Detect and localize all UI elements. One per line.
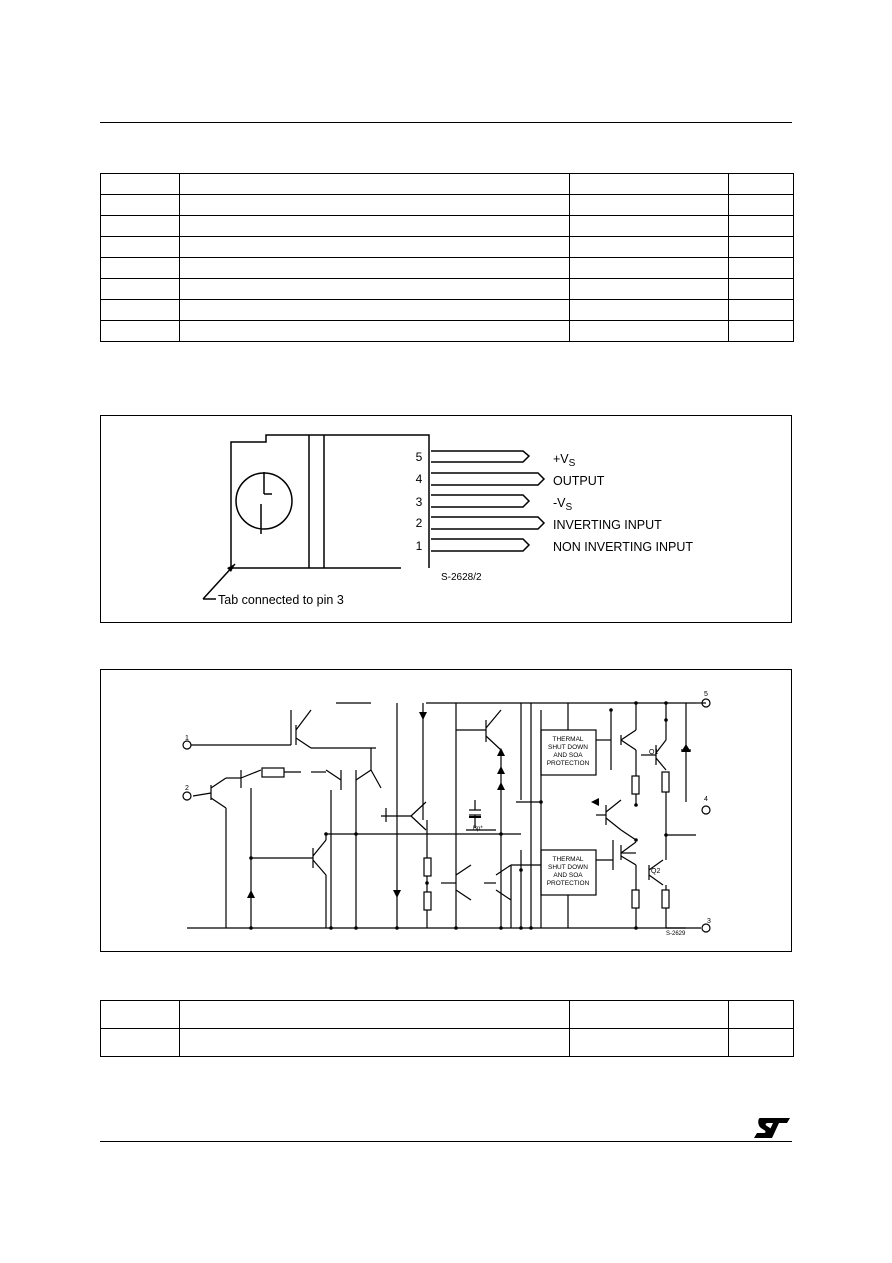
node-5-label: 5 [704, 691, 708, 698]
table-row [100, 194, 794, 216]
pin-label-subscript: S [569, 458, 576, 469]
table-row [100, 320, 794, 342]
table-row [100, 257, 794, 279]
pin-number: 3 [416, 495, 423, 509]
pin-label: -V [553, 496, 566, 510]
table-row [100, 215, 794, 237]
protection-block-1-line: SHUT DOWN [548, 744, 588, 751]
footer-rule [100, 1141, 792, 1142]
q1-label: Q1 [649, 749, 658, 756]
q2-label: Q2 [651, 868, 660, 875]
figure-ref-code: S-2628/2 [441, 572, 482, 583]
tab-note: Tab connected to pin 3 [218, 593, 344, 607]
pin-number: 4 [416, 472, 423, 486]
schematic-diagram: THERMAL SHUT DOWN AND SOA PROTECTION THE… [182, 691, 711, 937]
protection-block-2-line: THERMAL [552, 856, 583, 863]
node-2-label: 2 [185, 785, 189, 792]
protection-block-2-line: PROTECTION [547, 880, 590, 887]
protection-block-1-line: PROTECTION [547, 760, 590, 767]
absolute-max-ratings-table [100, 173, 794, 342]
protection-block-1-line: THERMAL [552, 736, 583, 743]
protection-block-2-line: AND SOA [553, 872, 583, 879]
pin-label: OUTPUT [553, 474, 605, 488]
pin-number: 1 [416, 539, 423, 553]
pin-label: NON INVERTING INPUT [553, 540, 693, 554]
pin-number: 5 [416, 450, 423, 464]
svg-text:-VS: -VS [553, 496, 573, 513]
node-1-label: 1 [185, 735, 189, 742]
table-row [100, 299, 794, 321]
table-row [100, 236, 794, 258]
pin-connection-diagram: 5 4 3 2 1 +VS OUTPUT -VS INVERTING INPUT… [202, 434, 693, 607]
pin-label: INVERTING INPUT [553, 518, 662, 532]
schematic-diagram-figure: THERMAL SHUT DOWN AND SOA PROTECTION THE… [100, 669, 792, 952]
pin-label-subscript: S [566, 502, 573, 513]
protection-block-1-line: AND SOA [553, 752, 583, 759]
pin-label: +V [553, 452, 569, 466]
st-logo-icon [754, 1118, 790, 1138]
pin-connection-figure: 5 4 3 2 1 +VS OUTPUT -VS INVERTING INPUT… [100, 415, 792, 623]
protection-block-2-line: SHUT DOWN [548, 864, 588, 871]
table-row [100, 1028, 794, 1057]
node-3-label: 3 [707, 918, 711, 925]
capacitor-label: Bp* [473, 826, 483, 832]
thermal-data-table [100, 1000, 794, 1057]
table-row [100, 173, 794, 195]
schematic-ref-code: S-2629 [666, 931, 686, 937]
header-rule [100, 122, 792, 123]
node-4-label: 4 [704, 796, 708, 803]
table-row [100, 278, 794, 300]
pin-number: 2 [416, 516, 423, 530]
svg-text:+VS: +VS [553, 452, 576, 469]
table-row [100, 1000, 794, 1029]
